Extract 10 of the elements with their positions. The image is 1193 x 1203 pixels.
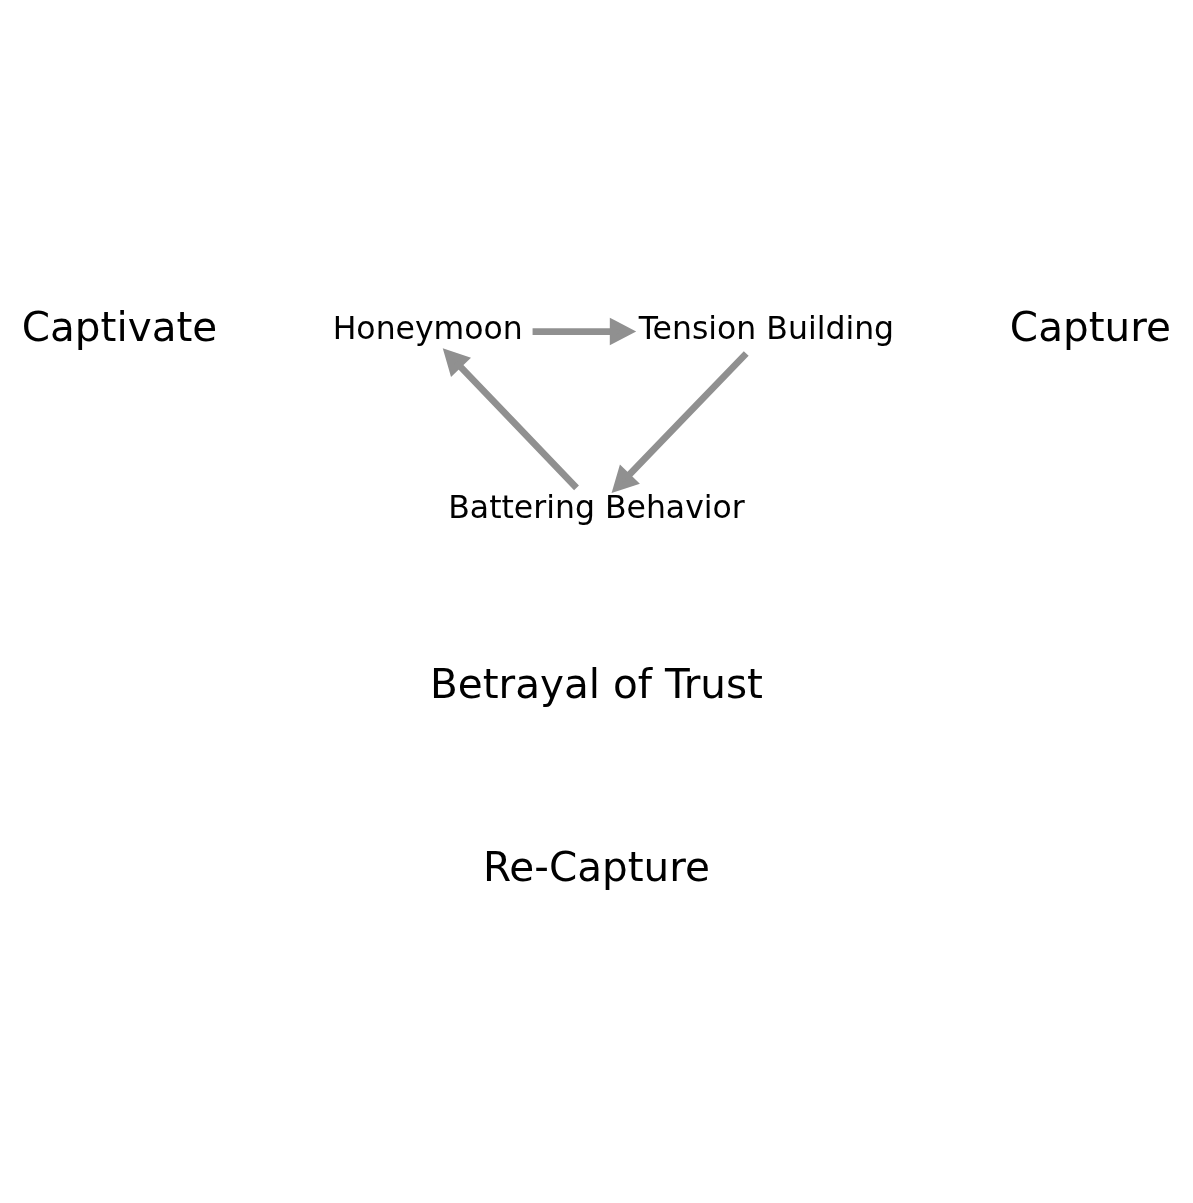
label: Captivate (21, 303, 218, 352)
node-text: Tension Building (638, 310, 895, 347)
arrow (611, 351, 749, 494)
label: Betrayal of Trust (430, 660, 763, 709)
node-text: Battering Behavior (448, 488, 745, 525)
arrow (442, 348, 579, 491)
label: Capture (1009, 303, 1171, 352)
node-text: Honeymoon (332, 310, 523, 347)
arrow (532, 317, 637, 346)
label: Re-Capture (483, 843, 710, 892)
